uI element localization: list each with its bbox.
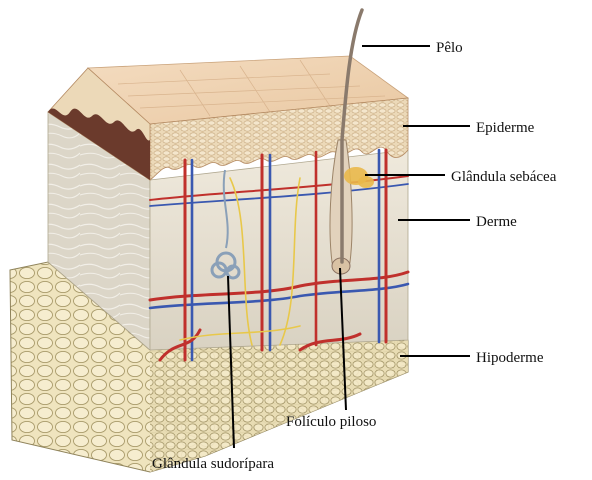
label-hipoderme: Hipoderme xyxy=(476,350,544,366)
label-pelo: Pêlo xyxy=(436,40,463,56)
label-derme: Derme xyxy=(476,214,517,230)
label-foliculo-piloso: Folículo piloso xyxy=(286,414,376,430)
label-glandula-sebacea: Glândula sebácea xyxy=(451,169,557,185)
label-epiderme: Epiderme xyxy=(476,120,535,136)
label-glandula-sudoripara: Glândula sudorípara xyxy=(152,456,274,472)
